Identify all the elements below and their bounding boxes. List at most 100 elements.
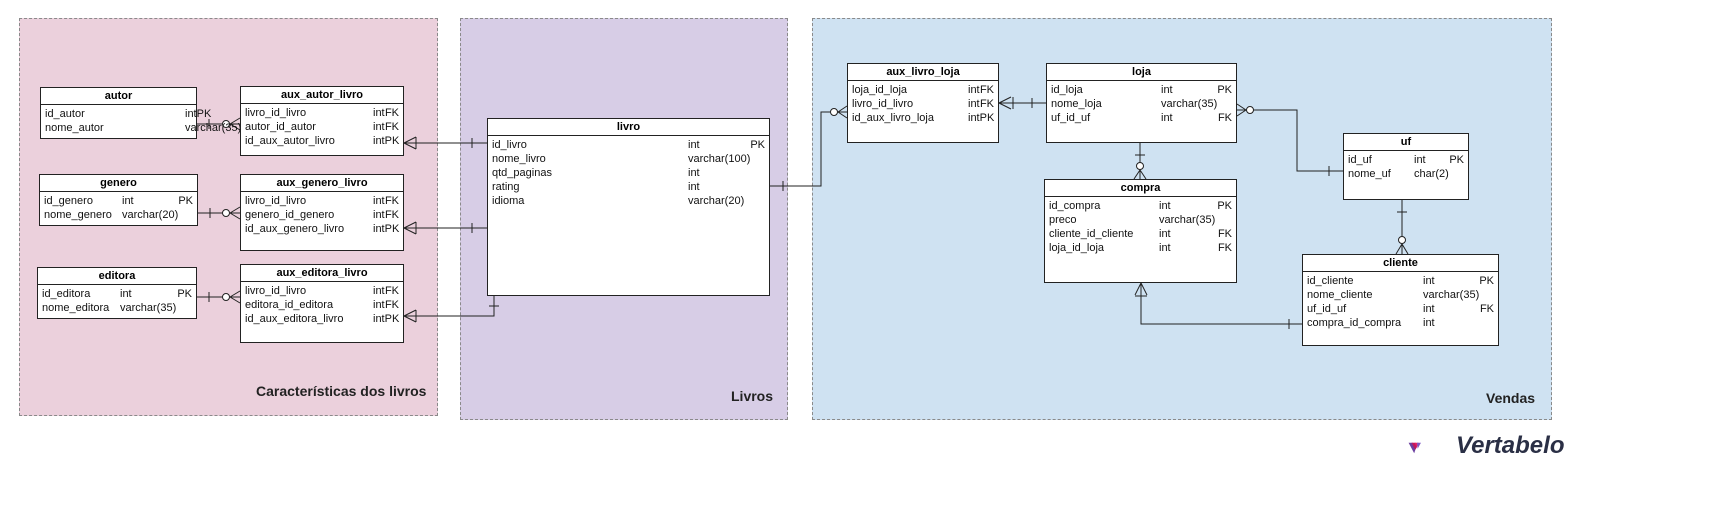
table-title: aux_livro_loja (848, 64, 998, 81)
column-name: genero_id_genero (245, 209, 335, 221)
column-name: livro_id_livro (852, 98, 914, 110)
column-name: livro_id_livro (245, 107, 307, 119)
rel-uf-loja (1236, 103, 1343, 176)
rel-cliente-compra (1134, 282, 1302, 329)
vertabelo-logo-icon (1408, 442, 1421, 454)
column-name: nome_uf (1348, 168, 1391, 180)
table-title: autor (41, 88, 196, 105)
column-name: qtd_paginas (492, 167, 552, 179)
column-key (700, 166, 765, 180)
column-row[interactable]: idioma varchar(20) (492, 194, 765, 208)
table-title: livro (488, 119, 769, 136)
column-type: int (968, 112, 980, 124)
column-name: idioma (492, 195, 525, 207)
column-type: int (373, 209, 385, 221)
table-title: aux_genero_livro (241, 175, 403, 192)
column-key: FK (384, 107, 399, 119)
column-key: PK (750, 139, 765, 151)
column-key (1215, 213, 1232, 227)
table-title: genero (40, 175, 197, 192)
rel-livro-aux-autor-livro (403, 136, 487, 150)
column-key: FK (1217, 112, 1232, 124)
column-type: int (373, 299, 385, 311)
table-title: cliente (1303, 255, 1498, 272)
column-key: FK (1217, 242, 1232, 254)
column-type: int (1159, 242, 1171, 254)
rel-loja-compra (1133, 143, 1147, 180)
column-name: id_livro (492, 139, 527, 151)
column-type: varchar(35) (185, 122, 242, 134)
column-row[interactable]: loja_id_loja int FK (1049, 241, 1232, 255)
column-key (744, 194, 765, 208)
column-name: livro_id_livro (245, 195, 307, 207)
table-title: uf (1344, 134, 1468, 151)
column-type: int (1161, 84, 1173, 96)
column-key: FK (979, 84, 994, 96)
column-key (178, 208, 193, 222)
column-key: PK (178, 195, 193, 207)
column-name: id_cliente (1307, 275, 1354, 287)
column-name: loja_id_loja (1049, 242, 1105, 254)
column-key (1479, 288, 1494, 302)
column-name: nome_livro (492, 153, 546, 165)
column-key: PK (1217, 200, 1232, 212)
column-type: varchar(20) (688, 195, 745, 207)
column-key: FK (384, 299, 399, 311)
column-key (1449, 167, 1464, 181)
column-type: int (968, 98, 980, 110)
column-name: id_uf (1348, 154, 1372, 166)
column-type: int (373, 223, 385, 235)
column-type: varchar(35) (1159, 214, 1216, 226)
